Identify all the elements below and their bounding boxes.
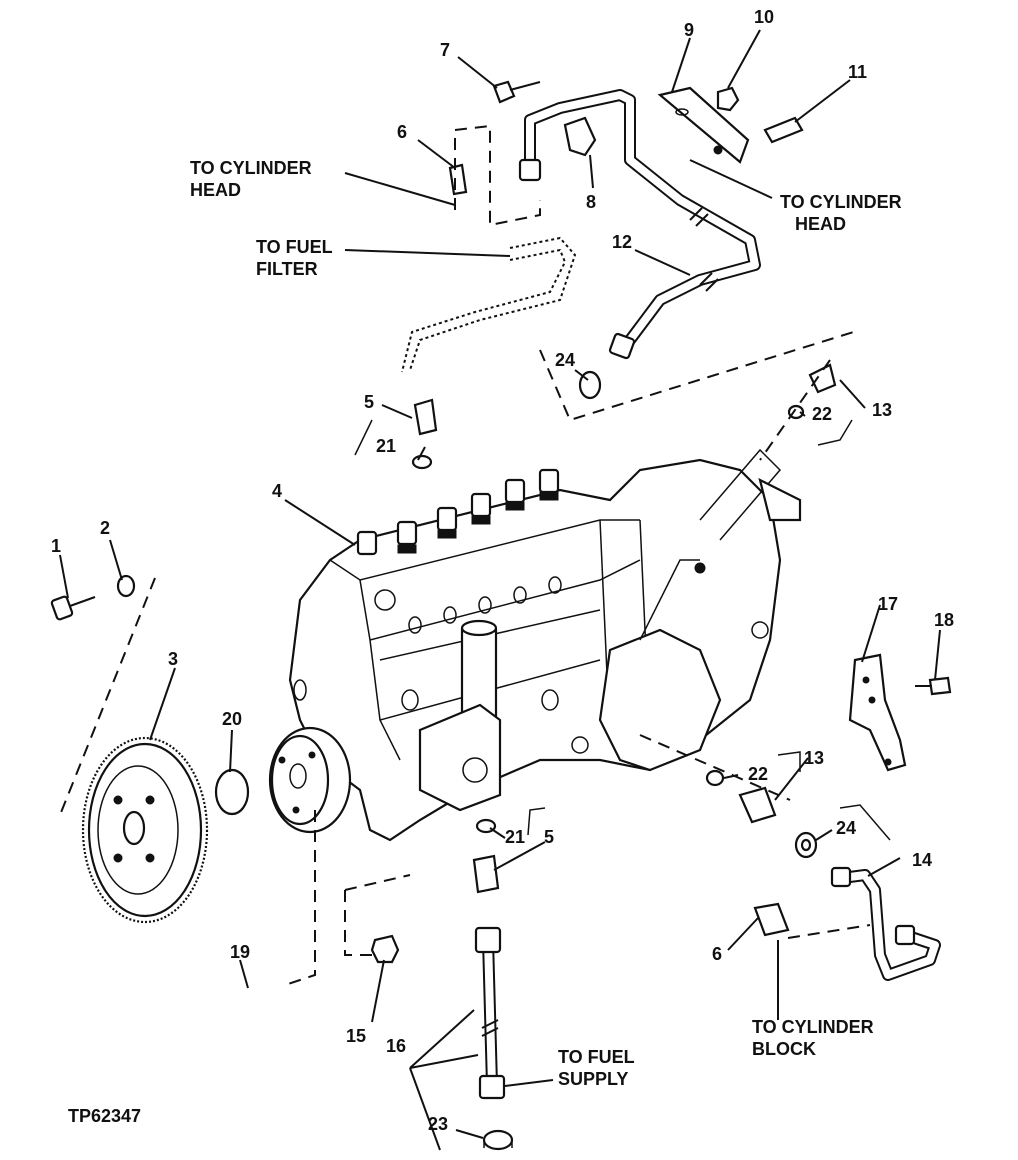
callout-numbers: 1 2 3 4 5 5 6 6 7 8 9 10 11 12 13 13 14 … <box>51 7 954 1134</box>
note-cyl-head-right-line1: TO CYLINDER <box>780 192 902 212</box>
leader-lines <box>59 29 941 1151</box>
note-fuel-filter-line1: TO FUEL <box>256 237 333 257</box>
stud-19 <box>214 984 281 1001</box>
callout-4: 4 <box>272 481 282 501</box>
callout-8: 8 <box>586 192 596 212</box>
callout-18: 18 <box>934 610 954 630</box>
callout-19: 19 <box>230 942 250 962</box>
note-fuel-supply-line2: SUPPLY <box>558 1069 628 1089</box>
note-cyl-block-line1: TO CYLINDER <box>752 1017 874 1037</box>
o-ring-20 <box>214 768 250 816</box>
fitting-8 <box>563 116 597 157</box>
callout-21-lower: 21 <box>505 827 525 847</box>
callout-22-lower: 22 <box>748 764 768 784</box>
callout-13-lower: 13 <box>804 748 824 768</box>
nut-15 <box>370 934 400 964</box>
cap-screw-1 <box>50 595 96 621</box>
callout-17: 17 <box>878 594 898 614</box>
callout-21-upper: 21 <box>376 436 396 456</box>
fuel-supply-line-16 <box>482 934 498 1091</box>
note-cyl-head-right-line2: HEAD <box>795 214 846 234</box>
callout-6-upper: 6 <box>397 122 407 142</box>
callout-16: 16 <box>386 1036 406 1056</box>
note-cyl-head-left-line1: TO CYLINDER <box>190 158 312 178</box>
callout-24-lower: 24 <box>836 818 856 838</box>
note-cyl-head-left-line2: HEAD <box>190 180 241 200</box>
callout-22-upper: 22 <box>812 404 832 424</box>
callout-2: 2 <box>100 518 110 538</box>
fitting-5-upper <box>413 398 438 436</box>
callout-10: 10 <box>754 7 774 27</box>
callout-6-lower: 6 <box>712 944 722 964</box>
fitting-13-lower <box>738 786 777 824</box>
callout-3: 3 <box>168 649 178 669</box>
callout-5-upper: 5 <box>364 392 374 412</box>
callout-7: 7 <box>440 40 450 60</box>
callout-13-upper: 13 <box>872 400 892 420</box>
callout-1: 1 <box>51 536 61 556</box>
callout-9: 9 <box>684 20 694 40</box>
figure-id: TP62347 <box>68 1106 141 1126</box>
callout-5-lower: 5 <box>544 827 554 847</box>
drive-gear <box>81 736 209 924</box>
bracket-17 <box>848 653 907 772</box>
text-notes: TO CYLINDER HEAD TO CYLINDER HEAD TO FUE… <box>68 158 902 1126</box>
drive-hub <box>268 726 352 834</box>
bracket-9 <box>657 86 750 164</box>
leak-off-line-14 <box>836 869 941 981</box>
injection-pump-body <box>288 448 802 842</box>
fitting-5-lower <box>472 854 500 894</box>
delivery-valves <box>356 468 560 556</box>
note-fuel-supply-line1: TO FUEL <box>558 1047 635 1067</box>
fitting-6-lower <box>753 902 790 937</box>
callout-24-upper: 24 <box>555 350 575 370</box>
callout-12: 12 <box>612 232 632 252</box>
callout-14: 14 <box>912 850 932 870</box>
nut-23 <box>482 1129 514 1151</box>
note-cyl-block-line2: BLOCK <box>752 1039 816 1059</box>
note-fuel-filter-line2: FILTER <box>256 259 318 279</box>
callout-20: 20 <box>222 709 242 729</box>
callout-11: 11 <box>848 62 867 82</box>
callout-15: 15 <box>346 1026 366 1046</box>
washer-2 <box>116 574 136 598</box>
leak-off-line-12 <box>524 89 761 346</box>
callout-23: 23 <box>428 1114 448 1134</box>
